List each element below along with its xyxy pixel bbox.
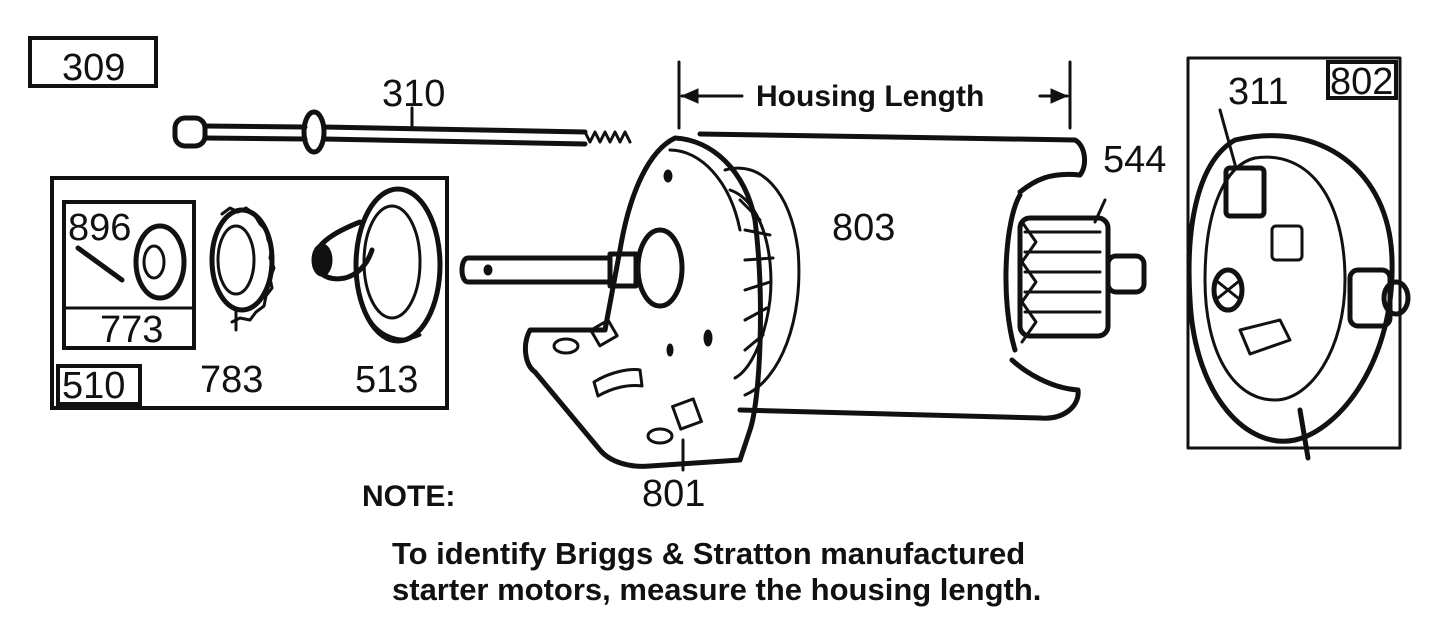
note-line-2: starter motors, measure the housing leng… xyxy=(392,572,1042,607)
note-line-1: To identify Briggs & Stratton manufactur… xyxy=(392,536,1026,571)
label-310: 310 xyxy=(382,73,445,115)
housing-length-dimension xyxy=(677,60,1072,130)
part-544-commutator xyxy=(1003,192,1147,353)
part-773-nut xyxy=(133,223,187,301)
part-803-housing xyxy=(697,131,1088,421)
part-801-drive-end-plate xyxy=(522,135,763,472)
label-510: 510 xyxy=(62,365,125,407)
part-513-drive-assembly xyxy=(311,186,443,344)
label-311: 311 xyxy=(1228,71,1289,113)
note-text: To identify Briggs & Stratton manufactur… xyxy=(392,536,1041,608)
part-896-pin xyxy=(75,245,125,283)
label-309: 309 xyxy=(62,47,125,89)
label-896: 896 xyxy=(68,207,131,249)
label-803: 803 xyxy=(832,207,895,249)
part-510-label-box xyxy=(56,364,142,406)
part-310-bolt xyxy=(172,106,632,155)
label-801: 801 xyxy=(642,473,705,515)
part-802-label-box xyxy=(1326,60,1398,100)
label-773: 773 xyxy=(100,309,163,351)
housing-length-label: Housing Length xyxy=(756,80,984,113)
note-title: NOTE: xyxy=(362,480,456,513)
label-802: 802 xyxy=(1330,61,1393,103)
part-510-kit-box xyxy=(50,176,449,410)
label-544: 544 xyxy=(1103,139,1166,181)
part-309-box xyxy=(28,36,158,88)
armature-shaft xyxy=(459,227,685,309)
label-783: 783 xyxy=(200,359,263,401)
label-513: 513 xyxy=(355,359,418,401)
part-783-gear xyxy=(209,206,276,332)
part-773-sub-box xyxy=(62,200,196,350)
part-802-end-cap xyxy=(1186,56,1411,461)
